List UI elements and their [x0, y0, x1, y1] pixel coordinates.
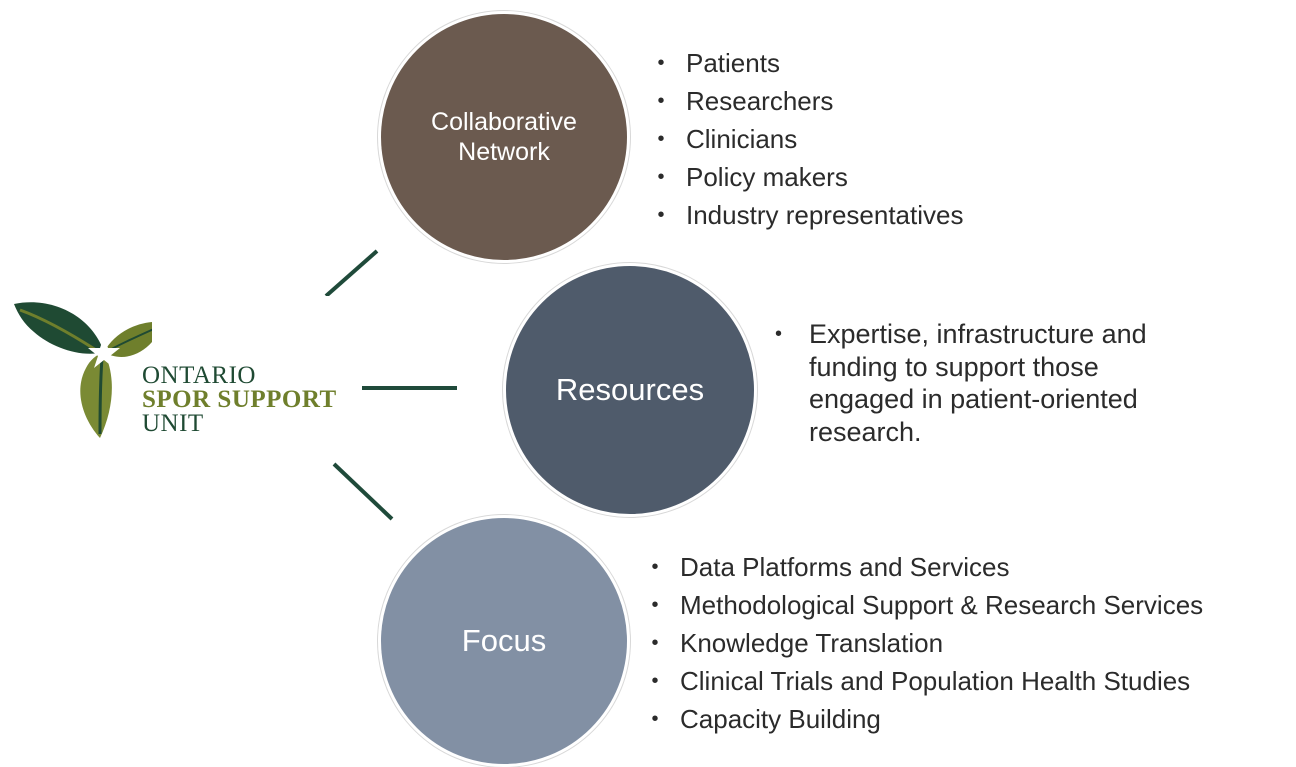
- bullet-icon: •: [651, 632, 659, 654]
- list-item-text: Capacity Building: [680, 704, 881, 734]
- bullet-icon: •: [651, 670, 659, 692]
- list-item: • Industry representatives: [654, 196, 963, 234]
- node-focus: Focus: [378, 515, 630, 767]
- list-item-text: Industry representatives: [686, 200, 964, 230]
- focus-bullet-list: • Data Platforms and Services • Methodolog…: [648, 548, 1203, 738]
- connector-focus: [332, 462, 394, 521]
- network-bullet-list: • Patients • Researchers • Clinicians • Poli…: [654, 44, 963, 234]
- list-item: • Patients: [654, 44, 963, 82]
- list-item: • Capacity Building: [648, 700, 1203, 738]
- ontario-spor-logo: ONTARIO SPOR SUPPORT UNIT: [12, 296, 350, 442]
- list-item: • Clinical Trials and Population Health S…: [648, 662, 1203, 700]
- list-item-text: Patients: [686, 48, 780, 78]
- list-item-text: Policy makers: [686, 162, 848, 192]
- list-item: • Clinicians: [654, 120, 963, 158]
- node-label-network: Collaborative Network: [431, 108, 577, 166]
- logo-line-2: SPOR SUPPORT: [142, 386, 337, 413]
- bullet-icon: •: [651, 708, 659, 730]
- list-item: • Knowledge Translation: [648, 624, 1203, 662]
- node-resources: Resources: [503, 263, 757, 517]
- resources-description-text: Expertise, infrastructure and funding to…: [809, 319, 1147, 447]
- logo-wordmark: ONTARIO SPOR SUPPORT UNIT: [142, 362, 337, 437]
- bullet-icon: •: [657, 90, 665, 112]
- bullet-icon: •: [657, 166, 665, 188]
- bullet-icon: •: [657, 204, 665, 226]
- bullet-icon: •: [657, 128, 665, 150]
- node-label-resources: Resources: [555, 372, 705, 407]
- bullet-icon: •: [775, 323, 783, 345]
- list-item: • Researchers: [654, 82, 963, 120]
- logo-line-1: ONTARIO: [142, 362, 256, 389]
- bullet-icon: •: [651, 556, 659, 578]
- list-item-text: Knowledge Translation: [680, 628, 944, 658]
- bullet-icon: •: [657, 52, 665, 74]
- list-item: • Policy makers: [654, 158, 963, 196]
- list-item-text: Clinicians: [686, 124, 798, 154]
- bullet-icon: •: [651, 594, 659, 616]
- list-item: • Methodological Support & Research Servi…: [648, 586, 1203, 624]
- connector-network: [324, 249, 379, 298]
- list-item-text: Methodological Support & Research Servic…: [680, 590, 1204, 620]
- trillium-icon: [14, 302, 152, 438]
- node-label-focus: Focus: [461, 623, 547, 658]
- node-collaborative-network: Collaborative Network: [378, 11, 630, 263]
- logo-line-3: UNIT: [142, 410, 204, 437]
- list-item: • Data Platforms and Services: [648, 548, 1203, 586]
- resources-description: • Expertise, infrastructure and funding …: [775, 318, 1195, 448]
- list-item-text: Data Platforms and Services: [680, 552, 1010, 582]
- list-item-text: Clinical Trials and Population Health St…: [680, 666, 1191, 696]
- list-item-text: Researchers: [686, 86, 834, 116]
